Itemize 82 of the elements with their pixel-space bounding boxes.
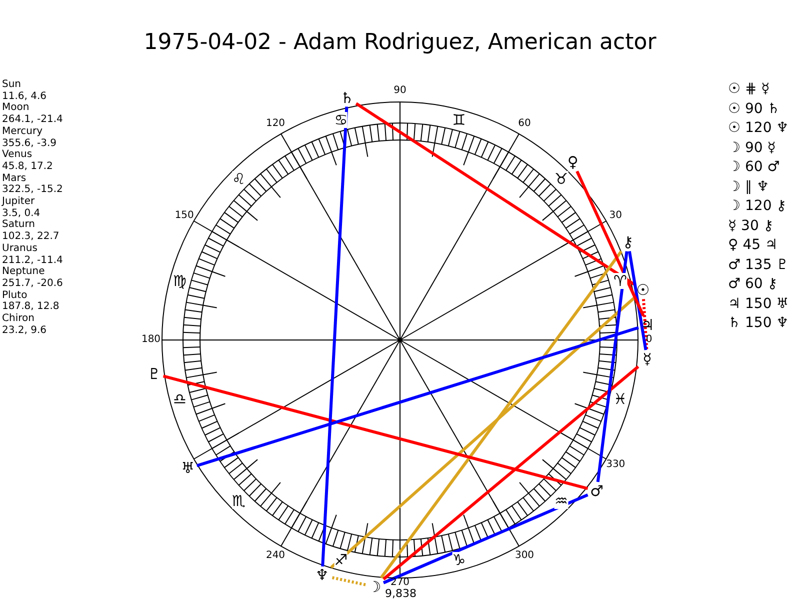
position-entry: 251.7, -20.6 <box>2 278 63 289</box>
planet-symbol: ♄ <box>338 88 356 107</box>
aspect-entry: ☿ 30 ⚷ <box>728 216 774 234</box>
aspect-line <box>628 251 648 350</box>
degree-label: 30 <box>609 210 622 220</box>
aspect-entry: ♂ 135 ♇ <box>728 256 789 274</box>
aspect-line <box>642 299 648 350</box>
aspect-line <box>330 297 635 569</box>
aspect-line <box>380 250 623 579</box>
chart-value: 9,838 <box>385 588 416 599</box>
position-entry: 3.5, 0.4 <box>2 208 40 219</box>
position-entry: 11.6, 4.6 <box>2 90 47 102</box>
planet-symbol: ♇ <box>145 364 164 383</box>
zodiac-symbol: ♈ <box>614 272 627 289</box>
aspect-entry: ♄ 150 ♆ <box>728 314 789 332</box>
position-entry: Pluto <box>2 290 28 301</box>
position-entry: 264.1, -21.4 <box>2 114 63 126</box>
degree-label: 270 <box>390 578 410 588</box>
zodiac-symbol: ♐ <box>334 552 348 568</box>
planet-symbol: ♅ <box>178 459 197 478</box>
aspect-line <box>382 365 640 580</box>
aspect-line <box>355 102 635 286</box>
position-entry: Jupiter <box>2 196 35 207</box>
aspect-line <box>196 326 639 468</box>
degree-label: 150 <box>174 210 194 220</box>
position-entry: 322.5, -15.2 <box>2 184 63 196</box>
degree-label: 0 <box>646 335 652 345</box>
planet-symbol: ⚷ <box>618 233 637 252</box>
aspect-line <box>382 493 588 584</box>
planet-symbol: ♀ <box>564 153 582 172</box>
aspect-entry: ☽ 90 ☿ <box>728 138 776 156</box>
position-entry: 45.8, 17.2 <box>2 160 53 172</box>
chart-title: 1975-04-02 - Adam Rodriguez, American actor <box>142 30 658 55</box>
degree-label: 330 <box>606 460 626 470</box>
planet-symbol: ☿ <box>638 350 656 368</box>
degree-label: 180 <box>141 335 161 345</box>
aspect-entry: ♂ 60 ⚷ <box>728 275 778 293</box>
position-entry: Venus <box>2 149 32 160</box>
aspect-line <box>330 576 366 586</box>
aspect-line <box>576 170 645 316</box>
aspect-entry: ♃ 150 ♅ <box>728 294 789 312</box>
position-entry: Mars <box>2 172 26 184</box>
planet-symbol: ☽ <box>366 578 384 596</box>
position-entry: 23.2, 9.6 <box>2 324 47 336</box>
aspect-entry: ☉ 90 ♄ <box>728 100 780 118</box>
planet-symbol: ♆ <box>313 566 332 584</box>
zodiac-symbol: ♌ <box>232 170 246 187</box>
aspect-entry: ☽ ∥ ♆ <box>728 178 770 196</box>
degree-label: 60 <box>518 119 531 130</box>
position-entry: Saturn <box>2 219 36 230</box>
aspect-entry: ☽ 60 ♂ <box>728 158 780 176</box>
zodiac-symbol: ♉ <box>554 170 568 187</box>
zodiac-symbol: ♒ <box>554 493 568 510</box>
zodiac-symbol: ♋ <box>334 112 348 128</box>
position-entry: Moon <box>2 102 30 114</box>
zodiac-symbol: ♍ <box>173 272 186 289</box>
position-entry: Chiron <box>2 313 34 324</box>
position-entry: 187.8, 12.8 <box>2 301 60 312</box>
planet-symbol: ♂ <box>588 482 606 500</box>
planet-symbol: ☉ <box>634 281 652 300</box>
position-entry: Neptune <box>2 266 45 278</box>
degree-label: 90 <box>394 86 406 96</box>
zodiac-symbol: ♊ <box>452 112 466 128</box>
position-entry: Uranus <box>2 242 38 254</box>
position-entry: Sun <box>2 79 22 90</box>
aspect-entry: ☉ ⋕ ☿ <box>728 80 770 98</box>
degree-label: 120 <box>266 119 286 130</box>
degree-label: 300 <box>514 550 534 561</box>
aspect-entry: ☽ 120 ⚷ <box>728 197 786 215</box>
zodiac-symbol: ♓ <box>614 391 627 407</box>
zodiac-symbol: ♏ <box>232 493 246 510</box>
aspect-line <box>162 374 588 490</box>
position-entry: 211.2, -11.4 <box>2 254 63 266</box>
planet-symbol: ♃ <box>638 316 657 334</box>
degree-label: 240 <box>266 550 286 561</box>
position-entry: Mercury <box>2 126 43 137</box>
aspect-line <box>596 251 628 482</box>
position-entry: 355.6, -3.9 <box>2 138 56 148</box>
aspect-entry: ☉ 120 ♆ <box>728 119 789 137</box>
aspect-line <box>321 106 348 567</box>
position-entry: 102.3, 22.7 <box>2 231 60 242</box>
aspect-entry: ♀ 45 ♃ <box>728 236 778 254</box>
